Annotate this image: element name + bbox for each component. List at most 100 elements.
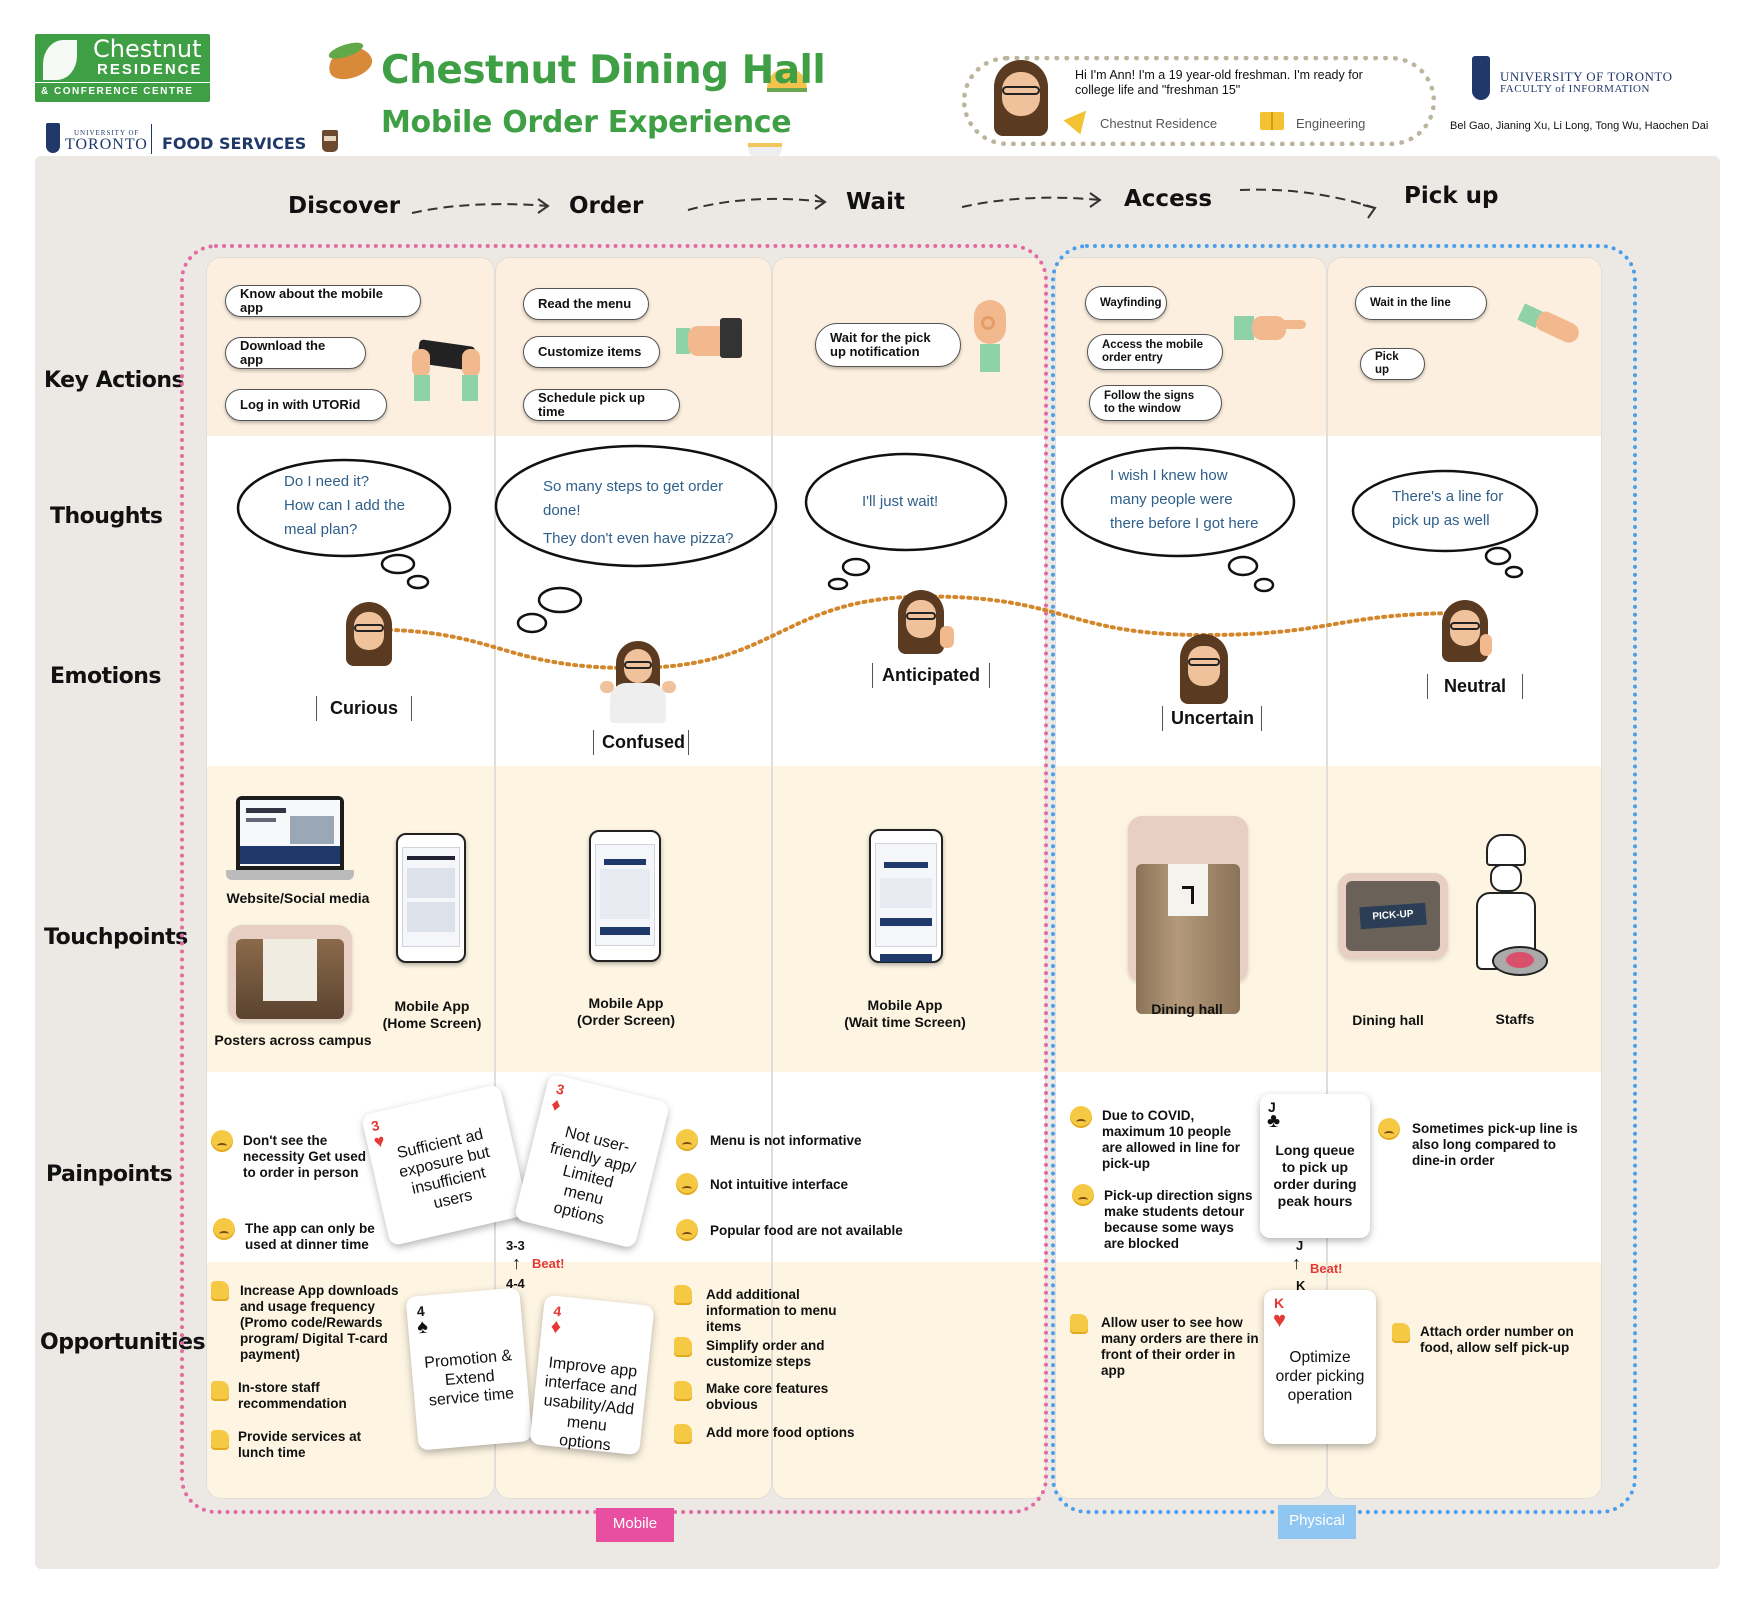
thought-discover-2: How can I add the (284, 497, 405, 514)
diamond-suit-icon: ♦ (549, 1093, 564, 1116)
action-schedule: Schedule pick up time (523, 389, 680, 421)
card-4-diamonds: 4 ♦ Improve app interface and usability/… (529, 1294, 655, 1456)
painpoint-access-1: Due to COVID, maximum 10 people are allo… (1102, 1108, 1241, 1171)
beat-right-top: J (1296, 1238, 1304, 1253)
opportunity-wait-3: Make core features obvious (706, 1381, 829, 1412)
pickup-sign-photo: PICK-UP (1338, 873, 1448, 959)
touchpoint-staffs: Staffs (1495, 1011, 1535, 1027)
logo-conference-text: & CONFERENCE CENTRE (41, 86, 194, 97)
physical-group-tag: Physical (1278, 1505, 1356, 1539)
thumbs-up-icon (1392, 1323, 1410, 1343)
thought-access-1: I wish I knew how (1110, 467, 1228, 484)
emotion-anticipated: Anticipated (872, 663, 990, 688)
page-subtitle: Mobile Order Experience (381, 105, 792, 140)
card-jc-text: Long queue to pick up order during peak … (1273, 1142, 1357, 1209)
action-download-app: Download the app (225, 337, 366, 369)
sad-face-icon (213, 1218, 235, 1240)
phone-wait-screen (869, 829, 943, 963)
action-follow-signs: Follow the signs to the window (1089, 385, 1222, 421)
beat-left-label: Beat! (532, 1256, 565, 1271)
authors-text: Bel Gao, Jianing Xu, Li Long, Tong Wu, H… (1450, 120, 1709, 132)
sad-face-icon (211, 1130, 233, 1152)
card-rank: K (1274, 1295, 1285, 1311)
row-label-thoughts: Thoughts (50, 504, 163, 529)
row-label-key-actions: Key Actions (44, 368, 185, 393)
thought-pickup-2: pick up as well (1392, 512, 1490, 529)
opportunity-discover-1: Increase App downloads and usage frequen… (240, 1283, 399, 1362)
sad-face-icon (676, 1219, 698, 1241)
sad-face-icon (1070, 1106, 1092, 1128)
ischool-line1: UNIVERSITY OF TORONTO (1500, 69, 1673, 84)
emotion-confused: Confused (593, 730, 689, 755)
pickup-sign-text: PICK-UP (1359, 902, 1427, 930)
cloud-pickup (1351, 469, 1539, 579)
row-label-touchpoints: Touchpoints (44, 925, 188, 950)
sad-face-icon (676, 1129, 698, 1151)
beat-right-bottom: K (1296, 1278, 1306, 1293)
touchpoint-app-wait-1: Mobile App (867, 997, 943, 1013)
thumbs-up-icon (211, 1381, 229, 1401)
card-kh-text: Optimize order picking operation (1275, 1349, 1365, 1404)
thumbs-up-icon (674, 1337, 692, 1357)
coffee-cup-icon (322, 130, 338, 152)
avatar-confused (600, 641, 676, 723)
card-3h-text: Sufficient ad exposure but insufficient … (395, 1125, 492, 1213)
action-pick-up: Pick up (1360, 348, 1425, 380)
action-wait-line: Wait in the line (1355, 286, 1487, 320)
avatar-anticipated (896, 590, 958, 656)
phase-discover: Discover (288, 193, 401, 219)
row-label-opportunities: Opportunities (40, 1330, 206, 1355)
opportunity-pickup-1: Attach order number on food, allow self … (1420, 1324, 1574, 1355)
phase-access: Access (1124, 186, 1213, 212)
action-read-menu: Read the menu (523, 288, 649, 320)
card-4d-text: Improve app interface and usability/Add … (542, 1354, 638, 1455)
phase-arrow-2 (687, 197, 826, 211)
thought-access-3: there before I got here (1110, 515, 1259, 532)
sad-face-icon (1072, 1184, 1094, 1206)
up-arrow-icon: ↑ (1292, 1253, 1301, 1273)
persona-residence: Chestnut Residence (1100, 116, 1218, 131)
page-title: Chestnut Dining Hall (381, 48, 826, 93)
thumbs-up-icon (211, 1281, 229, 1301)
card-j-clubs: J ♣ Long queue to pick up order during p… (1260, 1094, 1370, 1238)
spade-suit-icon: ♠ (416, 1315, 429, 1339)
thought-discover-3: meal plan? (284, 521, 358, 538)
emotion-uncertain: Uncertain (1162, 706, 1262, 731)
touchpoint-dining-access: Dining hall (1151, 1001, 1223, 1017)
cloud-wait (804, 452, 1008, 591)
thought-order-2: done! (543, 502, 581, 519)
logo-chestnut-text: Chestnut (93, 35, 202, 63)
action-wayfinding: Wayfinding (1085, 286, 1167, 320)
touchpoint-app-home-2: (Home Screen) (382, 1015, 482, 1031)
opportunity-wait-4: Add more food options (706, 1425, 855, 1440)
avatar-curious (344, 602, 394, 668)
touchpoint-app-home-1: Mobile App (394, 998, 470, 1014)
beat-left-bottom: 4-4 (506, 1276, 525, 1291)
thumbs-up-icon (674, 1285, 692, 1305)
chef-illustration (1466, 834, 1552, 984)
ischool-line2: FACULTY of INFORMATION (1500, 83, 1650, 95)
hands-holding-phone-icon (412, 335, 480, 401)
opportunity-wait-2: Simplify order and customize steps (706, 1338, 825, 1369)
uoft-small-text: UNIVERSITY OF (74, 129, 140, 137)
beat-right-label: Beat! (1310, 1261, 1343, 1276)
row-label-painpoints: Painpoints (46, 1162, 173, 1187)
avatar-uncertain (1178, 634, 1230, 706)
opportunity-discover-2: In-store staff recommendation (238, 1380, 347, 1411)
phase-pickup: Pick up (1404, 183, 1499, 209)
painpoint-wait-2: Not intuitive interface (710, 1177, 849, 1192)
action-access-entry: Access the mobile order entry (1087, 334, 1223, 370)
ok-hand-icon (968, 298, 1012, 372)
cloud-access (1060, 446, 1296, 593)
cloud-order (494, 444, 778, 634)
book-icon (1260, 112, 1284, 130)
food-services-text: FOOD SERVICES (162, 134, 307, 153)
diamond-suit-icon: ♦ (549, 1315, 563, 1339)
painpoint-wait-1: Menu is not informative (710, 1133, 862, 1148)
beat-left-top: 3-3 (506, 1238, 525, 1253)
touchpoint-app-order-1: Mobile App (588, 995, 664, 1011)
thought-discover-1: Do I need it? (284, 473, 370, 490)
heart-suit-icon: ♥ (371, 1130, 387, 1153)
thumbs-up-icon (1070, 1314, 1088, 1334)
touchpoint-app-wait-2: (Wait time Screen) (844, 1014, 966, 1030)
